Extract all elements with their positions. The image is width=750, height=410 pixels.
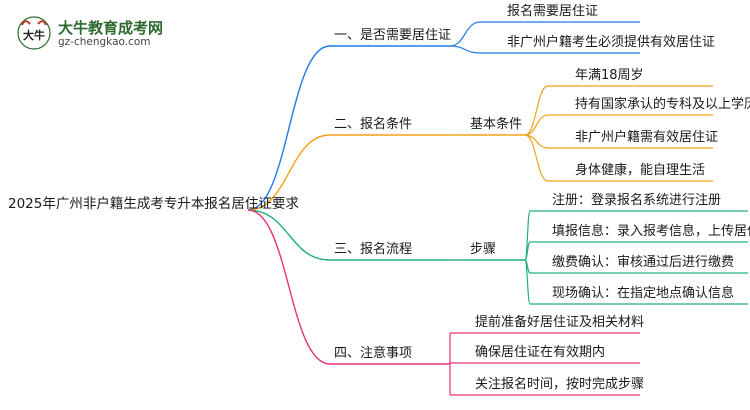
leaf-label: 填报信息：录入报考信息，上传居住证	[552, 224, 750, 239]
leaf-label: 年满18周岁	[575, 68, 644, 83]
branch-label: 一、是否需要居住证	[334, 28, 452, 43]
leaf-label: 关注报名时间，按时完成步骤	[475, 377, 645, 392]
branch-connector	[247, 45, 331, 211]
leaf-label: 非广州户籍考生必须提供有效居住证	[507, 35, 716, 50]
sub-label: 基本条件	[470, 117, 523, 132]
site-logo: 大牛 大牛教育成考网 gz-chengkao.com	[16, 15, 186, 55]
leaf-label: 提前准备好居住证及相关材料	[475, 315, 645, 330]
leaf-label: 身体健康，能自理生活	[575, 163, 706, 178]
bull-logo-icon: 大牛	[17, 16, 51, 50]
leaf-connector	[449, 21, 481, 47]
leaf-connector	[524, 241, 531, 261]
leaf-label: 注册：登录报名系统进行注册	[552, 193, 722, 208]
root-topic: 2025年广州非户籍生成考专升本报名居住证要求	[8, 196, 299, 212]
leaf-label: 缴费确认：审核通过后进行缴费	[552, 255, 735, 270]
leaf-label: 现场确认：在指定地点确认信息	[552, 286, 735, 301]
sub-label: 步骤	[470, 242, 497, 257]
branch-connector	[247, 209, 331, 365]
leaf-label: 确保居住证在有效期内	[475, 345, 606, 360]
leaf-connector	[524, 114, 549, 136]
leaf-label: 持有国家承认的专科及以上学历	[575, 97, 750, 112]
branch-label: 二、报名条件	[334, 117, 413, 132]
leaf-label: 非广州户籍需有效居住证	[575, 130, 719, 145]
leaf-connector	[449, 45, 481, 54]
logo-subtitle: gz-chengkao.com	[58, 36, 151, 48]
leaf-label: 报名需要居住证	[507, 4, 599, 19]
branch-connector	[247, 209, 331, 261]
branch-label: 四、注意事项	[334, 346, 413, 361]
branch-connector	[247, 134, 331, 211]
logo-mark-text: 大牛	[23, 28, 45, 42]
leaf-connector	[524, 85, 549, 136]
logo-title: 大牛教育成考网	[58, 19, 164, 37]
leaf-connector	[524, 134, 549, 182]
leaf-connector	[524, 259, 531, 305]
branch-label: 三、报名流程	[334, 242, 413, 257]
